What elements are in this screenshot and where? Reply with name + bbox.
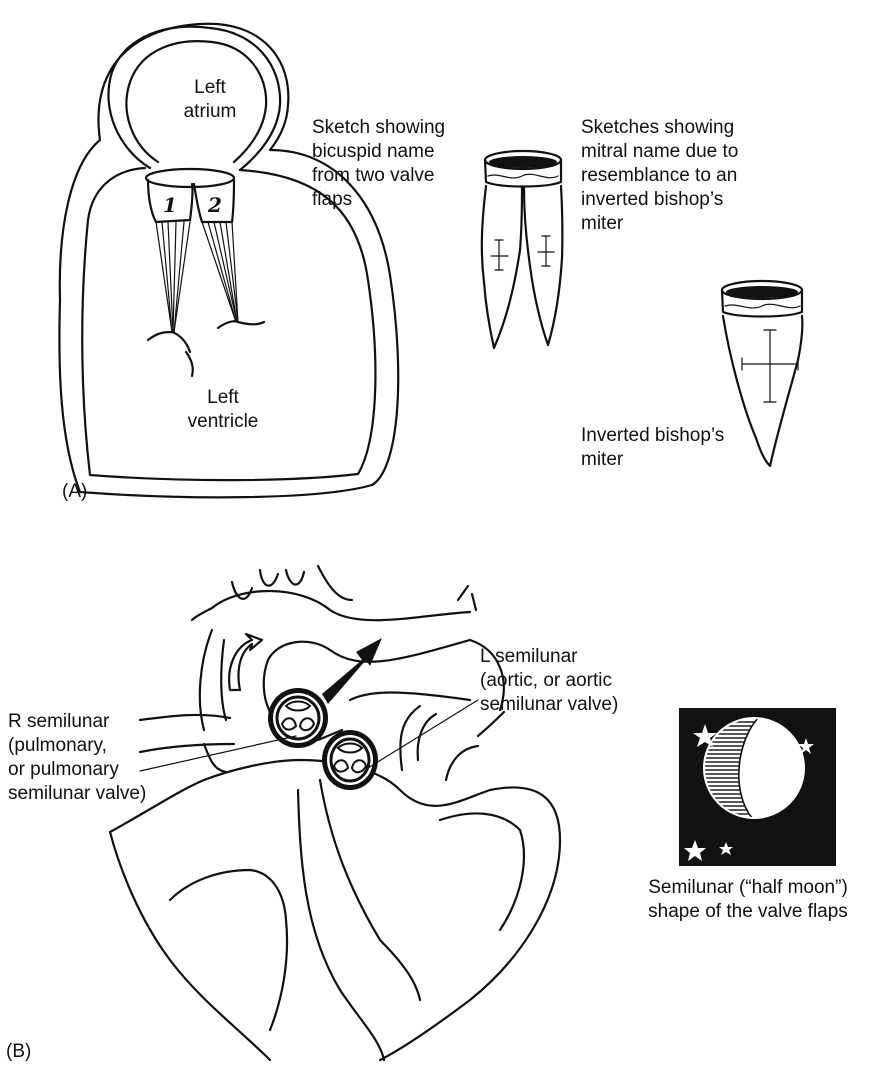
mitral-valve-ring: [146, 169, 234, 187]
miter-caption: Inverted bishop’s miter: [581, 424, 761, 472]
panel-a-marker: (A): [62, 480, 87, 504]
muscle-stroke: [186, 352, 193, 376]
l-semilunar-label: L semilunar (aortic, or aortic semilunar…: [480, 645, 670, 717]
left-atrium-label: Left atrium: [160, 76, 260, 124]
whole-heart-drawing: [110, 566, 560, 1060]
papillary-muscle-right: [218, 321, 264, 328]
mitral-miter-sketch: [482, 151, 563, 348]
panel-b-marker: (B): [6, 1040, 31, 1064]
half-moon-caption: Semilunar (“half moon”) shape of the val…: [628, 876, 868, 924]
papillary-muscle-left: [148, 332, 190, 352]
flap-number-1: 1: [163, 193, 177, 217]
aortic-valve: [318, 730, 378, 790]
r-semilunar-label: R semilunar (pulmonary, or pulmonary sem…: [8, 710, 188, 806]
bicuspid-caption: Sketch showing bicuspid name from two va…: [312, 116, 482, 212]
l-semilunar-leader: [368, 700, 478, 768]
flap-number-2: 2: [207, 193, 222, 217]
left-ventricle-label: Left ventricle: [158, 386, 288, 434]
miter-flap-left: [482, 186, 522, 348]
mitral-caption: Sketches showing mitral name due to rese…: [581, 116, 781, 236]
half-moon-illustration: [679, 708, 836, 866]
chordae-tendineae: [156, 222, 238, 332]
